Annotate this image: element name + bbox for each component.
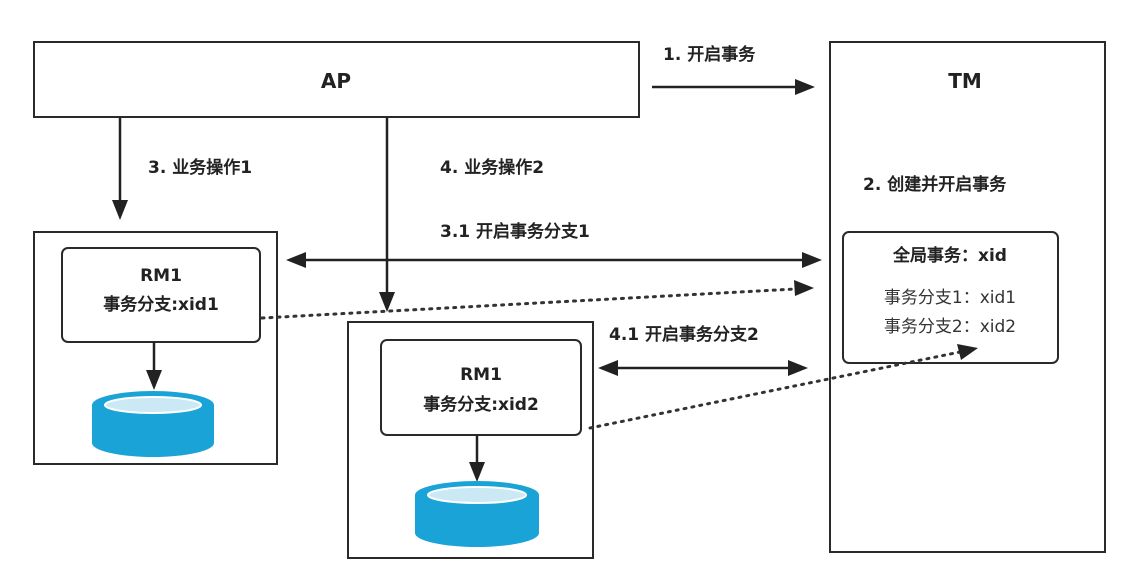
rm-mid-box — [380, 339, 582, 436]
rm-left-box — [61, 247, 261, 343]
arrow-branch1-start — [286, 252, 822, 268]
tm-label: TM — [948, 69, 982, 93]
edge-label-branch1-start: 3.1 开启事务分支1 — [440, 221, 590, 242]
database-icon — [415, 481, 539, 547]
arrow-start-tx — [652, 79, 815, 95]
edge-label-create-tx: 2. 创建并开启事务 — [863, 174, 1007, 195]
edge-label-biz-op1: 3. 业务操作1 — [148, 157, 252, 178]
edge-label-biz-op2: 4. 业务操作2 — [440, 157, 544, 178]
database-icon — [92, 391, 214, 457]
dotted-arrow-xid2 — [588, 344, 978, 430]
arrow-biz-op1 — [112, 118, 128, 220]
arrow-biz-op2 — [379, 118, 395, 312]
ap-box — [33, 41, 640, 118]
global-tx-branch1: 事务分支1：xid1 — [884, 288, 1016, 308]
arrow-rm-left-db — [146, 342, 162, 390]
arrow-rm-mid-db — [469, 435, 485, 482]
ap-label: AP — [321, 69, 351, 93]
global-tx-branch2: 事务分支2：xid2 — [884, 317, 1016, 337]
global-tx-title: 全局事务：xid — [892, 245, 1007, 266]
rm-left-branch: 事务分支:xid1 — [103, 294, 219, 315]
edge-label-branch2-start: 4.1 开启事务分支2 — [609, 324, 759, 345]
arrow-branch2-start — [598, 360, 808, 376]
global-tx-box — [842, 231, 1059, 364]
rm-mid-branch: 事务分支:xid2 — [423, 394, 539, 415]
rm-mid-name: RM1 — [460, 365, 502, 385]
edge-label-start-tx: 1. 开启事务 — [663, 44, 756, 65]
rm-left-name: RM1 — [140, 266, 182, 286]
dotted-arrow-xid1 — [260, 280, 814, 320]
